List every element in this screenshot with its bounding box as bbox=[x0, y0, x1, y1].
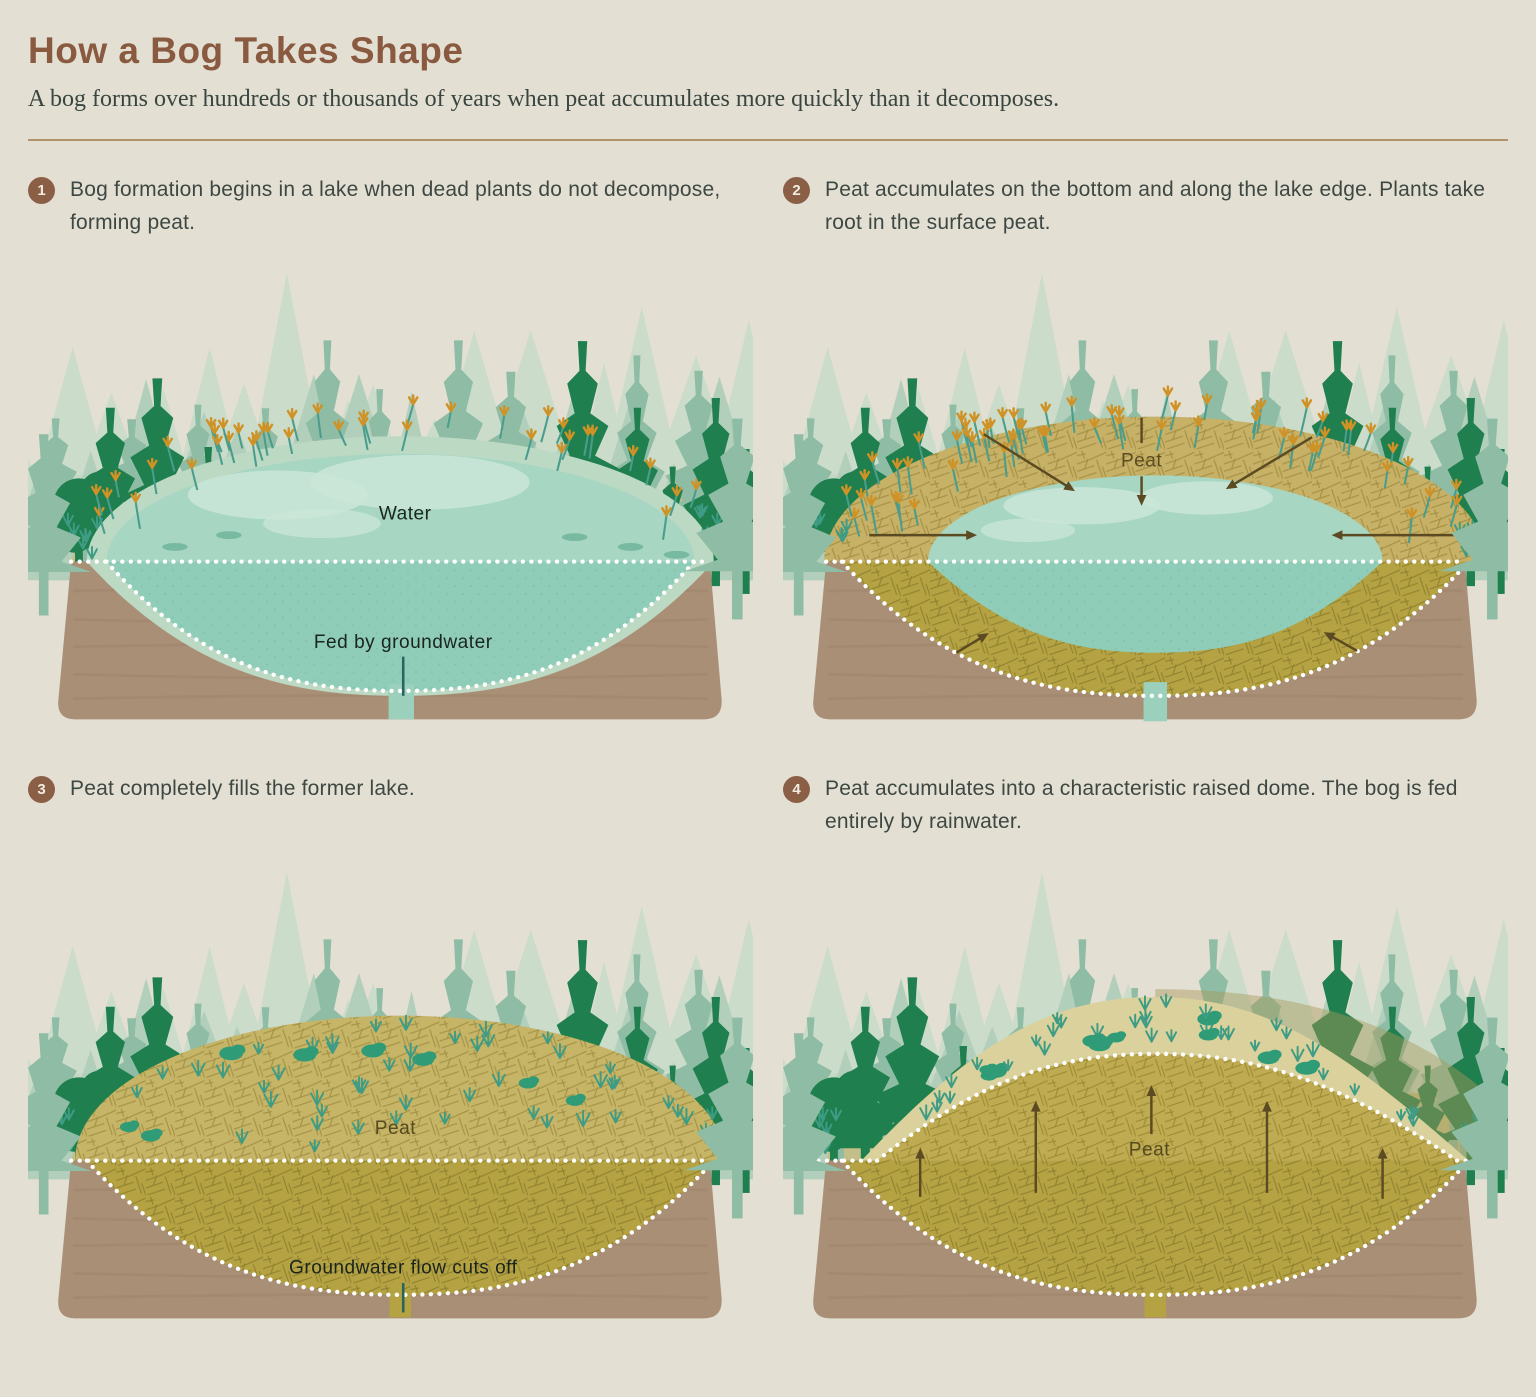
panel-1: 1 Bog formation begins in a lake when de… bbox=[28, 173, 753, 729]
peat-label: Peat bbox=[375, 1118, 416, 1139]
page-title: How a Bog Takes Shape bbox=[28, 30, 464, 71]
step-4-badge: 4 bbox=[783, 776, 810, 804]
step-3-badge: 3 bbox=[28, 776, 55, 804]
panel-3-header: 3 Peat completely fills the former lake. bbox=[28, 772, 753, 844]
panel-4: 4 Peat accumulates into a characteristic… bbox=[783, 772, 1508, 1328]
peat-label: Peat bbox=[1121, 451, 1162, 472]
step-2-text: Peat accumulates on the bottom and along… bbox=[825, 178, 1486, 234]
divider bbox=[28, 139, 1508, 141]
panel-4-header: 4 Peat accumulates into a characteristic… bbox=[783, 772, 1508, 844]
scene-art: Peat bbox=[783, 852, 1508, 1328]
step-1-text: Bog formation begins in a lake when dead… bbox=[70, 178, 721, 234]
peat-label: Peat bbox=[1129, 1140, 1170, 1161]
step-1-badge: 1 bbox=[28, 177, 55, 204]
panel-2: 2 Peat accumulates on the bottom and alo… bbox=[783, 173, 1508, 729]
panel-grid: 1 Bog formation begins in a lake when de… bbox=[28, 173, 1508, 1328]
scene-2-peat-edge-illustration: Peat bbox=[783, 253, 1508, 729]
scene-art: Peat bbox=[783, 253, 1508, 729]
water-label: Water bbox=[379, 503, 432, 524]
fed-by-groundwater-label: Fed by groundwater bbox=[314, 632, 493, 653]
step-2-badge: 2 bbox=[783, 177, 810, 204]
scene-4-raised-dome-illustration: Peat bbox=[783, 852, 1508, 1328]
groundwater-cut-off-label: Groundwater flow cuts off bbox=[289, 1257, 518, 1278]
panel-3: 3 Peat completely fills the former lake.… bbox=[28, 772, 753, 1328]
step-4-text: Peat accumulates into a characteristic r… bbox=[825, 777, 1458, 834]
page-subtitle: A bog forms over hundreds or thousands o… bbox=[28, 86, 1060, 112]
panel-2-header: 2 Peat accumulates on the bottom and alo… bbox=[783, 173, 1508, 245]
step-3-text: Peat completely fills the former lake. bbox=[70, 777, 415, 801]
panel-1-header: 1 Bog formation begins in a lake when de… bbox=[28, 173, 753, 245]
